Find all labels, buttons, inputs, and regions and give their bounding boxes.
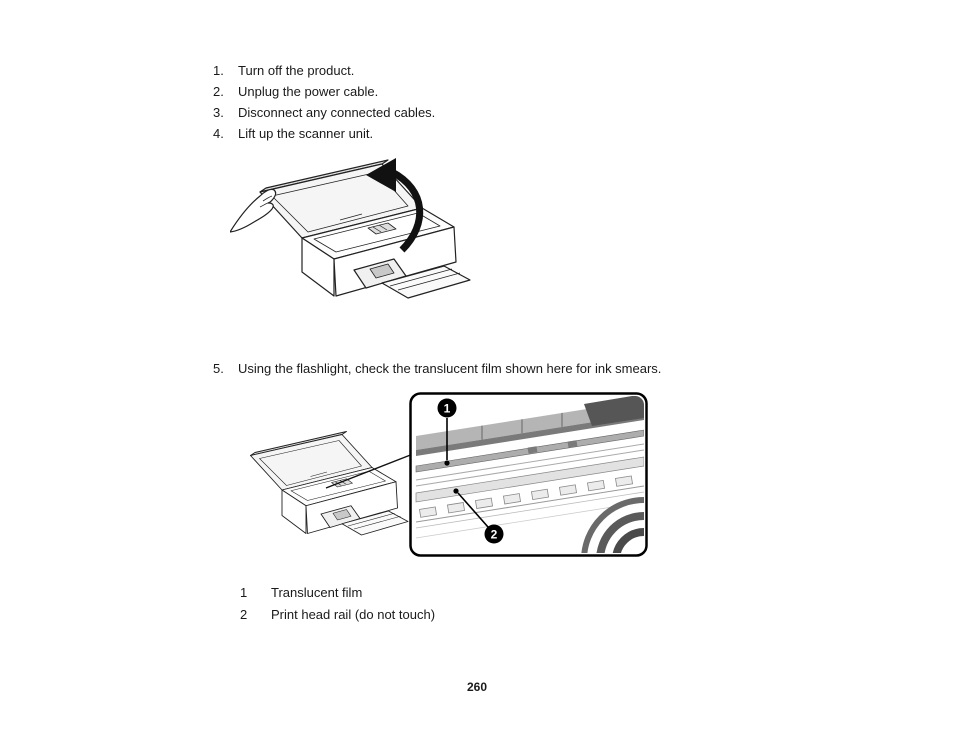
callout-marker-1: 1 [437, 398, 457, 466]
legend-text: Translucent film [271, 585, 363, 600]
carriage-shaft-shadow [416, 414, 644, 456]
print-head-carriage [584, 396, 644, 426]
paper-guide-teeth [419, 475, 633, 518]
step-item: 2. Unplug the power cable. [213, 81, 378, 102]
step-number: 2. [213, 84, 224, 99]
step-text: Disconnect any connected cables. [238, 105, 436, 120]
marker-2-label: 2 [491, 528, 498, 542]
legend-number: 1 [240, 585, 248, 600]
step-item: 1. Turn off the product. [213, 60, 354, 81]
step-text: Lift up the scanner unit. [238, 126, 374, 141]
step-text: Unplug the power cable. [238, 84, 379, 99]
legend-row: 2 Print head rail (do not touch) [240, 604, 435, 626]
page-number: 260 [466, 680, 488, 694]
step-number: 1. [213, 63, 224, 78]
printer-illustration [250, 431, 409, 536]
legend-text: Print head rail (do not touch) [271, 607, 436, 622]
step-number: 3. [213, 105, 224, 120]
printer-illustration [259, 159, 471, 299]
callout-marker-2: 2 [453, 488, 504, 544]
scanner-lift-illustration [230, 158, 471, 299]
step-number: 5. [213, 361, 224, 376]
callout-pointer-line [325, 453, 414, 489]
step-item: 4. Lift up the scanner unit. [213, 123, 373, 144]
step-item: 3. Disconnect any connected cables. [213, 102, 435, 123]
hand-icon [230, 188, 277, 233]
step-number: 4. [213, 126, 224, 141]
step-text: Using the flashlight, check the transluc… [238, 361, 662, 376]
callout-interior [415, 396, 644, 553]
print-head-rail [415, 456, 644, 503]
step-text: Turn off the product. [238, 63, 355, 78]
legend-number: 2 [240, 607, 248, 622]
legend-row: 1 Translucent film [240, 582, 362, 604]
lift-arrow-icon [366, 158, 424, 253]
step-item: 5. Using the flashlight, check the trans… [213, 358, 661, 379]
translucent-film-callout-illustration: 1 2 [250, 392, 648, 557]
carriage-shaft-band [416, 400, 644, 450]
marker-1-label: 1 [444, 402, 451, 416]
